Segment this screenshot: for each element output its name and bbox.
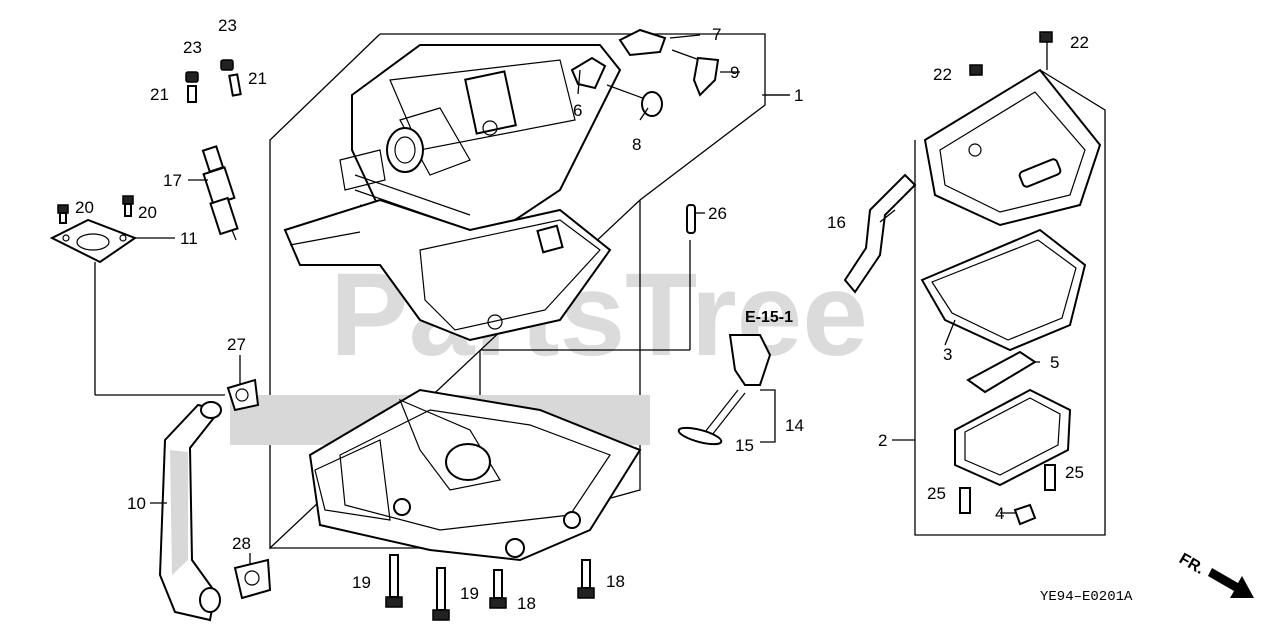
callout-21-right: 21 [248,69,267,88]
dowel-pin [686,204,696,234]
callout-21-left: 21 [150,85,169,104]
callout-7: 7 [712,25,721,44]
oil-dipstick [677,334,776,446]
oil-pan [230,388,650,562]
callout-10: 10 [127,494,146,513]
front-direction-indicator: FR. [1176,550,1254,598]
bolt-set-top-left [185,59,242,103]
reference-label: E-15-1 [745,309,793,326]
callout-1: 1 [794,86,803,105]
callout-8: 8 [632,135,641,154]
crankcase-cover [283,198,612,342]
head-cover [923,31,1102,227]
breather-chamber [954,388,1072,526]
callout-18-left: 18 [517,594,536,613]
callout-27: 27 [227,335,246,354]
callout-22-left: 22 [933,65,952,84]
callout-25-right: 25 [1065,463,1084,482]
callout-22-right: 22 [1070,33,1089,52]
head-cover-gasket [920,228,1087,352]
callout-20-left: 20 [75,198,94,217]
callout-11: 11 [180,229,198,248]
callout-19-left: 19 [352,573,371,592]
intake-tube [158,401,222,622]
spark-plug [201,145,239,241]
callout-20-right: 20 [138,203,157,222]
callout-19-right: 19 [460,584,479,603]
callout-3: 3 [943,345,952,364]
callout-23-right: 23 [218,16,237,35]
breather-tube [843,173,917,294]
callout-9: 9 [730,63,739,82]
callout-15: 15 [735,436,754,455]
separator-seal [966,350,1037,394]
callout-4: 4 [995,504,1004,523]
leader-lines [94,34,1048,565]
front-label: FR. [1176,550,1207,578]
front-arrow-icon [1208,568,1254,598]
callout-5: 5 [1050,353,1059,372]
callout-28: 28 [232,534,251,553]
callout-2: 2 [878,431,887,450]
callout-23-left: 23 [183,38,202,57]
small-parts-6-9 [570,28,720,117]
callout-17: 17 [163,171,182,190]
figure-code: YE94–E0201A [1040,589,1133,605]
callout-6: 6 [573,101,582,120]
hose-clamps [226,378,272,600]
assembly-outline-2 [892,69,1106,536]
callout-25-left: 25 [927,484,946,503]
callout-labels: 1 2 3 4 5 6 7 8 9 10 11 14 15 16 17 18 1… [75,16,1089,613]
callout-18-right: 18 [606,572,625,591]
callout-14: 14 [785,416,804,435]
callout-26: 26 [708,204,727,223]
bolts-bottom [385,554,595,621]
callout-16: 16 [827,213,846,232]
